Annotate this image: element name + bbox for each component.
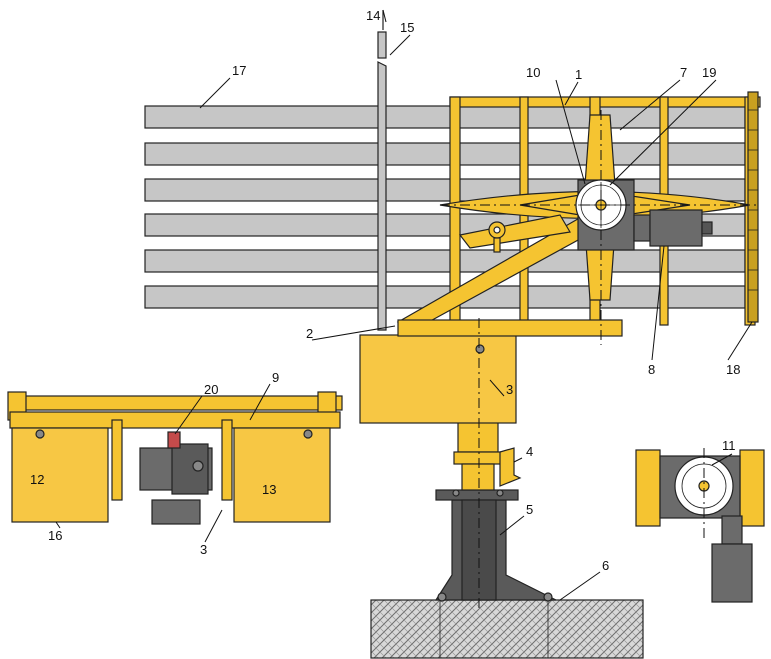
inset-side-view [7, 391, 343, 525]
callout-4: 4 [526, 444, 533, 459]
callout-19: 19 [702, 65, 716, 80]
callout-15: 15 [400, 20, 414, 35]
sensor-rod [377, 10, 387, 331]
callout-16: 16 [48, 528, 62, 543]
callout-14: 14 [366, 8, 380, 23]
callout-20: 20 [204, 382, 218, 397]
callout-1: 1 [575, 67, 582, 82]
azimuth-adapter [453, 421, 522, 491]
chain-drive [747, 91, 759, 323]
drive-housing [359, 334, 517, 424]
callout-18: 18 [726, 362, 740, 377]
callout-13: 13 [262, 482, 276, 497]
callout-3: 3 [506, 382, 513, 397]
pivot-eye [488, 221, 506, 253]
inset-top-view [635, 448, 765, 603]
elevation-gearbox [575, 179, 635, 251]
callout-9: 9 [272, 370, 279, 385]
callout-17: 17 [232, 63, 246, 78]
callout-12: 12 [30, 472, 44, 487]
housing-bolt [475, 344, 485, 354]
support-column [434, 489, 557, 602]
concrete-foundation [370, 599, 644, 659]
callout-11: 11 [722, 438, 736, 453]
elevation-motor [633, 209, 713, 247]
callout-10: 10 [526, 65, 540, 80]
callout-8: 8 [648, 362, 655, 377]
callout-5: 5 [526, 502, 533, 517]
callout-leaders [55, 9, 753, 601]
callout-2: 2 [306, 326, 313, 341]
callout-6: 6 [602, 558, 609, 573]
callout-7: 7 [680, 65, 687, 80]
callout-3-inset: 3 [200, 542, 207, 557]
